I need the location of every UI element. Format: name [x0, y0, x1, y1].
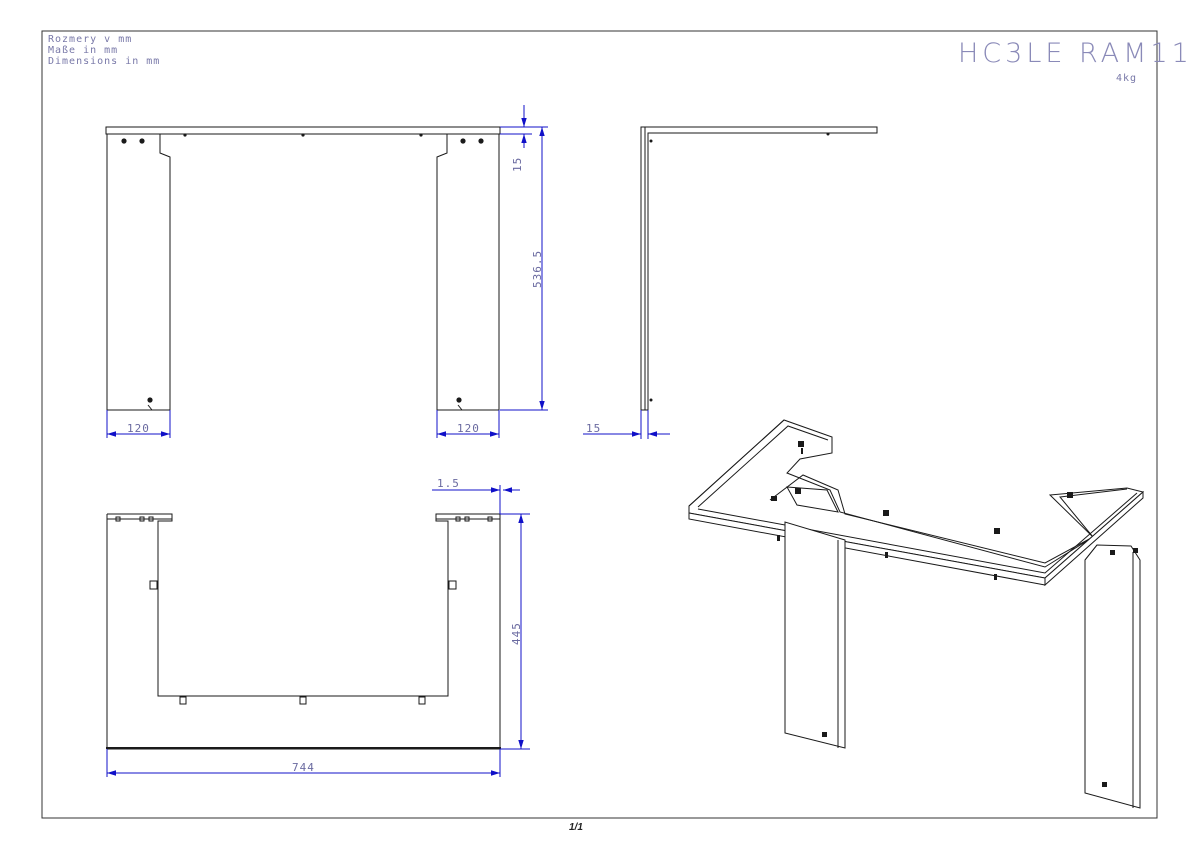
dim-top-thickness: 15 — [511, 157, 524, 172]
drawing-weight: 4kg — [1116, 73, 1138, 84]
units-note-de: Maße in mm — [48, 45, 119, 56]
isometric-tabs — [771, 441, 1138, 787]
dim-width: 744 — [292, 761, 315, 774]
dim-sheet-thickness: 1.5 — [437, 477, 460, 490]
dim-leg-height: 536.5 — [531, 250, 544, 288]
side-view — [640, 126, 878, 411]
dim-depth: 445 — [510, 622, 523, 645]
front-dimensions — [106, 105, 548, 438]
dim-leg-width-left: 120 — [127, 422, 150, 435]
units-note-en: Dimensions in mm — [48, 56, 161, 67]
front-view-holes — [121, 133, 484, 403]
page-number: 1/1 — [569, 822, 583, 833]
isometric-view — [688, 419, 1145, 809]
top-view-tabs — [115, 516, 493, 705]
front-view — [105, 126, 501, 411]
side-view-marks — [649, 132, 830, 402]
dim-side-thickness: 15 — [586, 422, 601, 435]
drawing-title: HC3LE RAM11 — [958, 38, 1193, 69]
units-note-sk: Rozmery v mm — [48, 34, 133, 45]
dim-leg-width-right: 120 — [457, 422, 480, 435]
top-dimensions — [106, 485, 530, 777]
top-view — [106, 513, 501, 750]
side-dimensions — [583, 410, 670, 439]
